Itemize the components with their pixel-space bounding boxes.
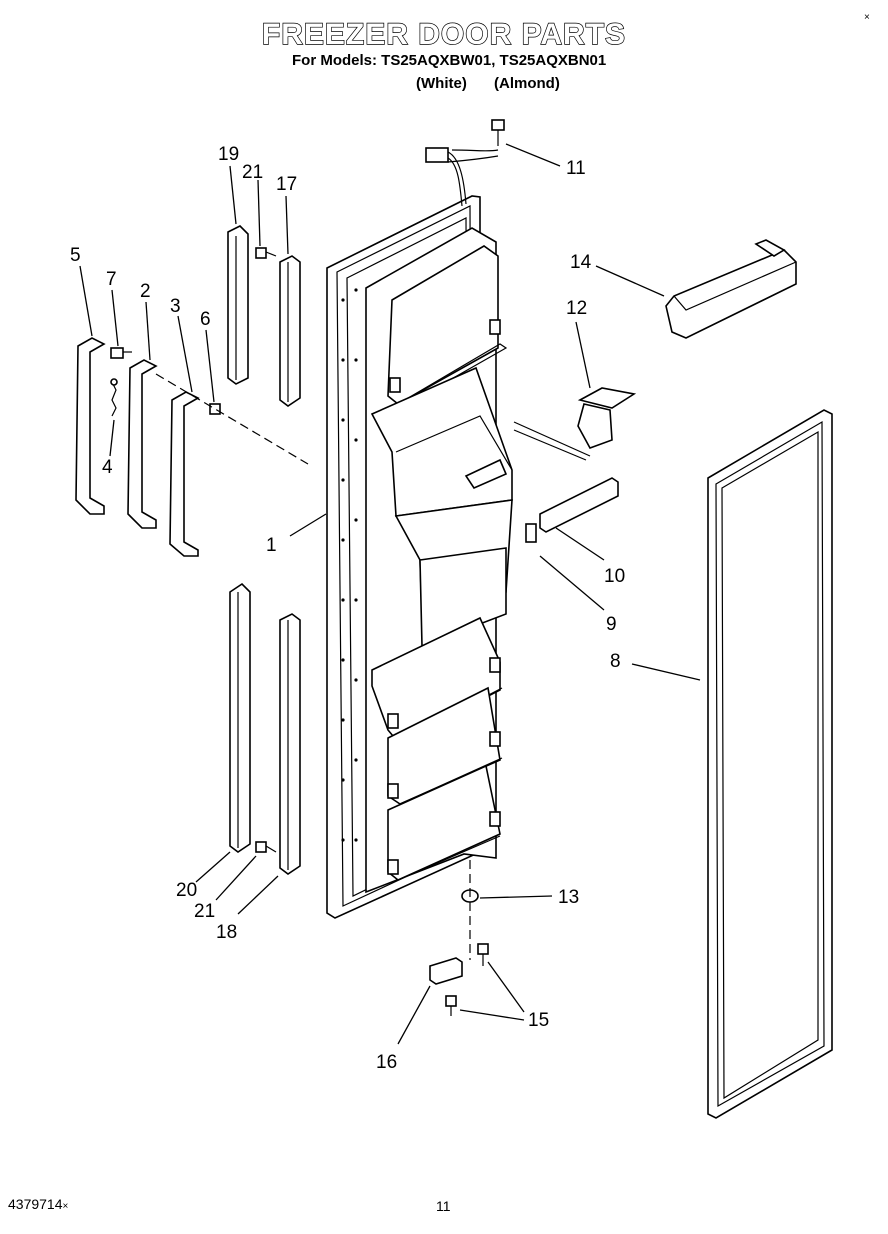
callout-6: 6 xyxy=(200,309,211,330)
screw-15-lower xyxy=(445,995,457,1016)
callout-5: 5 xyxy=(70,245,81,266)
screw-21-upper xyxy=(255,247,277,259)
callout-13: 13 xyxy=(558,887,579,908)
callout-1: 1 xyxy=(266,535,277,556)
trim-17 xyxy=(279,255,301,407)
callout-9: 9 xyxy=(606,614,617,635)
callout-14: 14 xyxy=(570,252,592,273)
corner-mark: × xyxy=(864,12,870,23)
door-bin-14 xyxy=(665,239,797,339)
callout-3: 3 xyxy=(170,296,181,317)
page-number: 11 xyxy=(436,1198,451,1214)
callout-labels: 1 2 3 4 5 6 7 8 9 10 11 12 13 14 15 16 1… xyxy=(70,144,625,1073)
callout-15: 15 xyxy=(528,1010,549,1031)
clip-4 xyxy=(110,378,118,417)
callout-17: 17 xyxy=(276,174,297,195)
trim-strip-10 xyxy=(539,477,619,533)
door-gasket-8 xyxy=(707,409,833,1119)
handle-5 xyxy=(75,337,106,515)
document-number-text: 4379714 xyxy=(8,1196,63,1212)
callout-10: 10 xyxy=(604,566,625,587)
callout-2: 2 xyxy=(140,281,151,302)
wire-harness xyxy=(425,147,499,207)
ice-chute-12 xyxy=(513,387,637,461)
trim-20 xyxy=(229,582,251,853)
screw-7 xyxy=(110,347,132,359)
door-assembly xyxy=(326,147,513,919)
screw-11 xyxy=(491,119,505,146)
clip-9 xyxy=(525,523,537,543)
variant-almond-label: (Almond) xyxy=(494,75,560,92)
handle-bracket-3 xyxy=(169,391,200,557)
callout-8: 8 xyxy=(610,651,621,672)
page-title: FREEZER DOOR PARTS xyxy=(261,17,627,51)
callout-21-lower: 21 xyxy=(194,901,215,922)
screw-15-upper xyxy=(477,943,489,966)
callout-4: 4 xyxy=(102,457,113,478)
trim-19 xyxy=(227,225,249,385)
leader-lines xyxy=(79,143,701,1045)
handle-bracket-2 xyxy=(127,359,158,529)
trim-18 xyxy=(279,613,301,875)
callout-20: 20 xyxy=(176,880,197,901)
callout-21-upper: 21 xyxy=(242,162,263,183)
screw-21-lower xyxy=(255,841,277,853)
callout-7: 7 xyxy=(106,269,117,290)
callout-19: 19 xyxy=(218,144,239,165)
callout-18: 18 xyxy=(216,922,237,943)
variant-white-label: (White) xyxy=(416,75,467,92)
models-line: For Models: TS25AQXBW01, TS25AQXBN01 xyxy=(292,52,607,69)
callout-16: 16 xyxy=(376,1052,397,1073)
document-number-suffix: × xyxy=(62,1201,69,1212)
callout-11: 11 xyxy=(566,158,586,179)
hinge-13 xyxy=(461,860,479,960)
assembly-line xyxy=(155,373,309,465)
hinge-bracket-16 xyxy=(429,957,463,985)
spacer-6 xyxy=(209,403,221,415)
document-number: 4379714× xyxy=(8,1196,68,1212)
door-flange-holes xyxy=(341,288,358,842)
callout-12: 12 xyxy=(566,298,587,319)
